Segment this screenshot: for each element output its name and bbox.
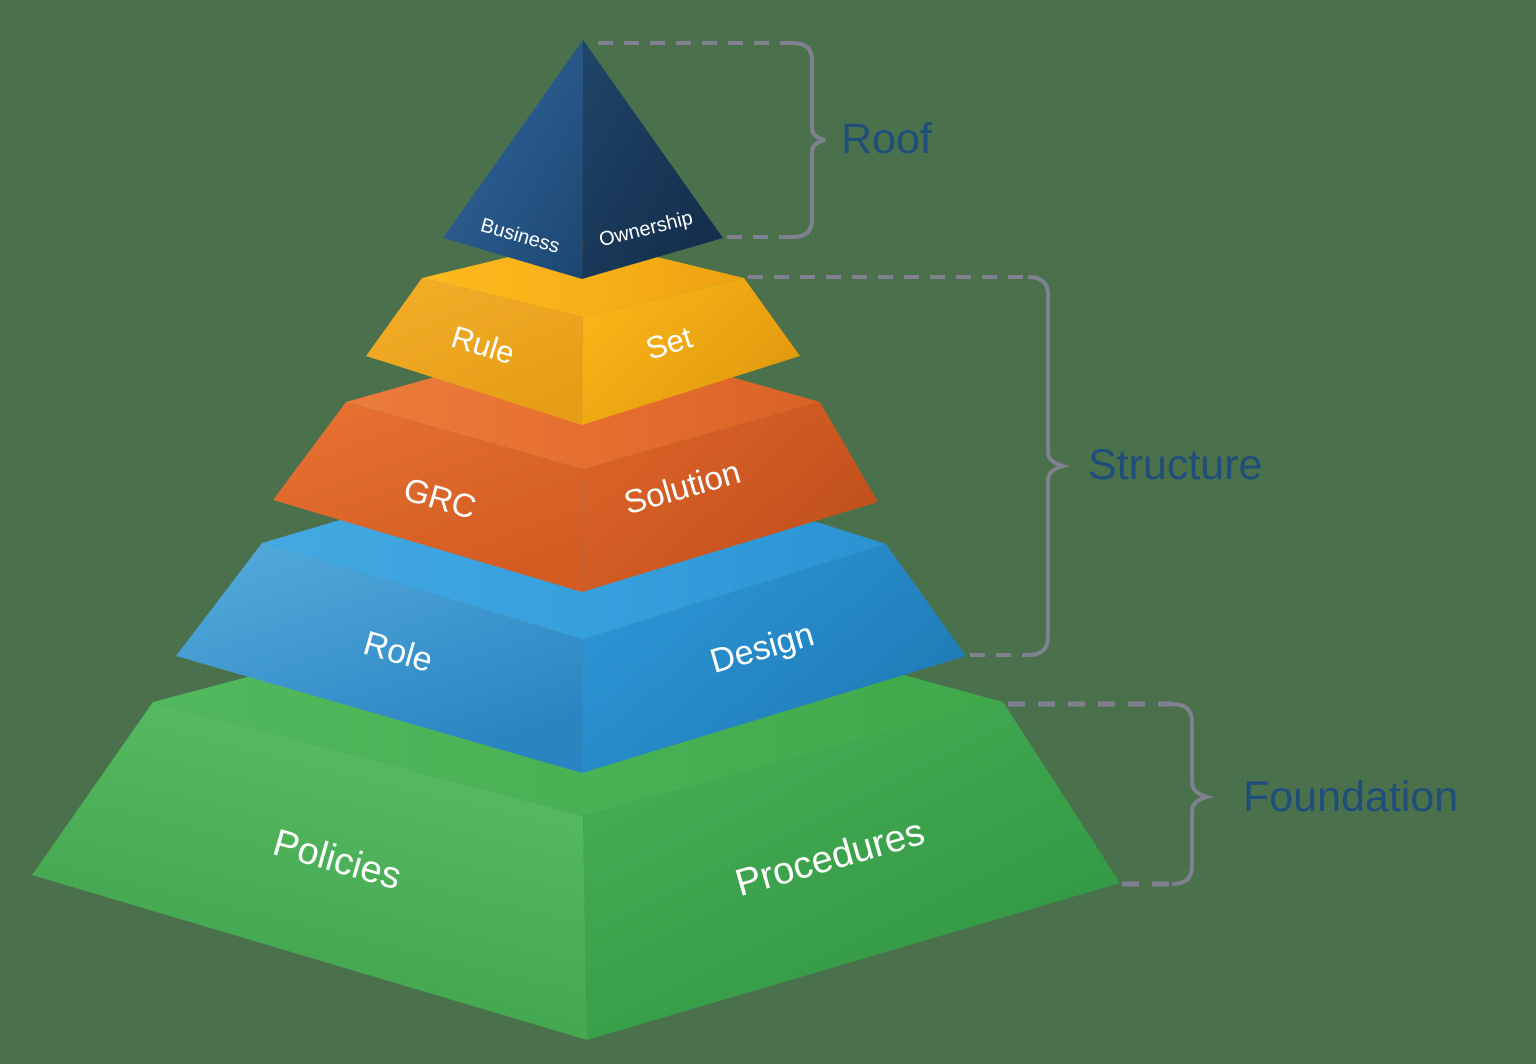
structure-brace xyxy=(1027,275,1071,657)
role-design-left-face xyxy=(176,543,583,773)
grc-solution-right-face xyxy=(582,402,878,592)
roof-brace xyxy=(792,41,826,239)
structure-bracket xyxy=(748,275,1071,657)
roof-annotation-label: Roof xyxy=(841,115,933,163)
policies-procedures-left-face xyxy=(32,702,587,1040)
structure-annotation-label: Structure xyxy=(1088,441,1262,489)
role-design-right-face xyxy=(582,544,966,773)
foundation-bracket xyxy=(1008,701,1215,887)
business-ownership-left-face xyxy=(443,40,583,279)
business-ownership-right-face xyxy=(582,40,723,279)
policies-procedures-right-face xyxy=(583,702,1120,1040)
rule-set-right-face xyxy=(582,278,800,425)
foundation-annotation-label: Foundation xyxy=(1243,773,1458,821)
layer-business-ownership xyxy=(443,40,723,279)
roof-bracket xyxy=(598,41,826,239)
rule-set-left-face xyxy=(366,278,583,425)
grc-solution-left-face xyxy=(273,402,583,592)
foundation-brace xyxy=(1171,702,1215,886)
